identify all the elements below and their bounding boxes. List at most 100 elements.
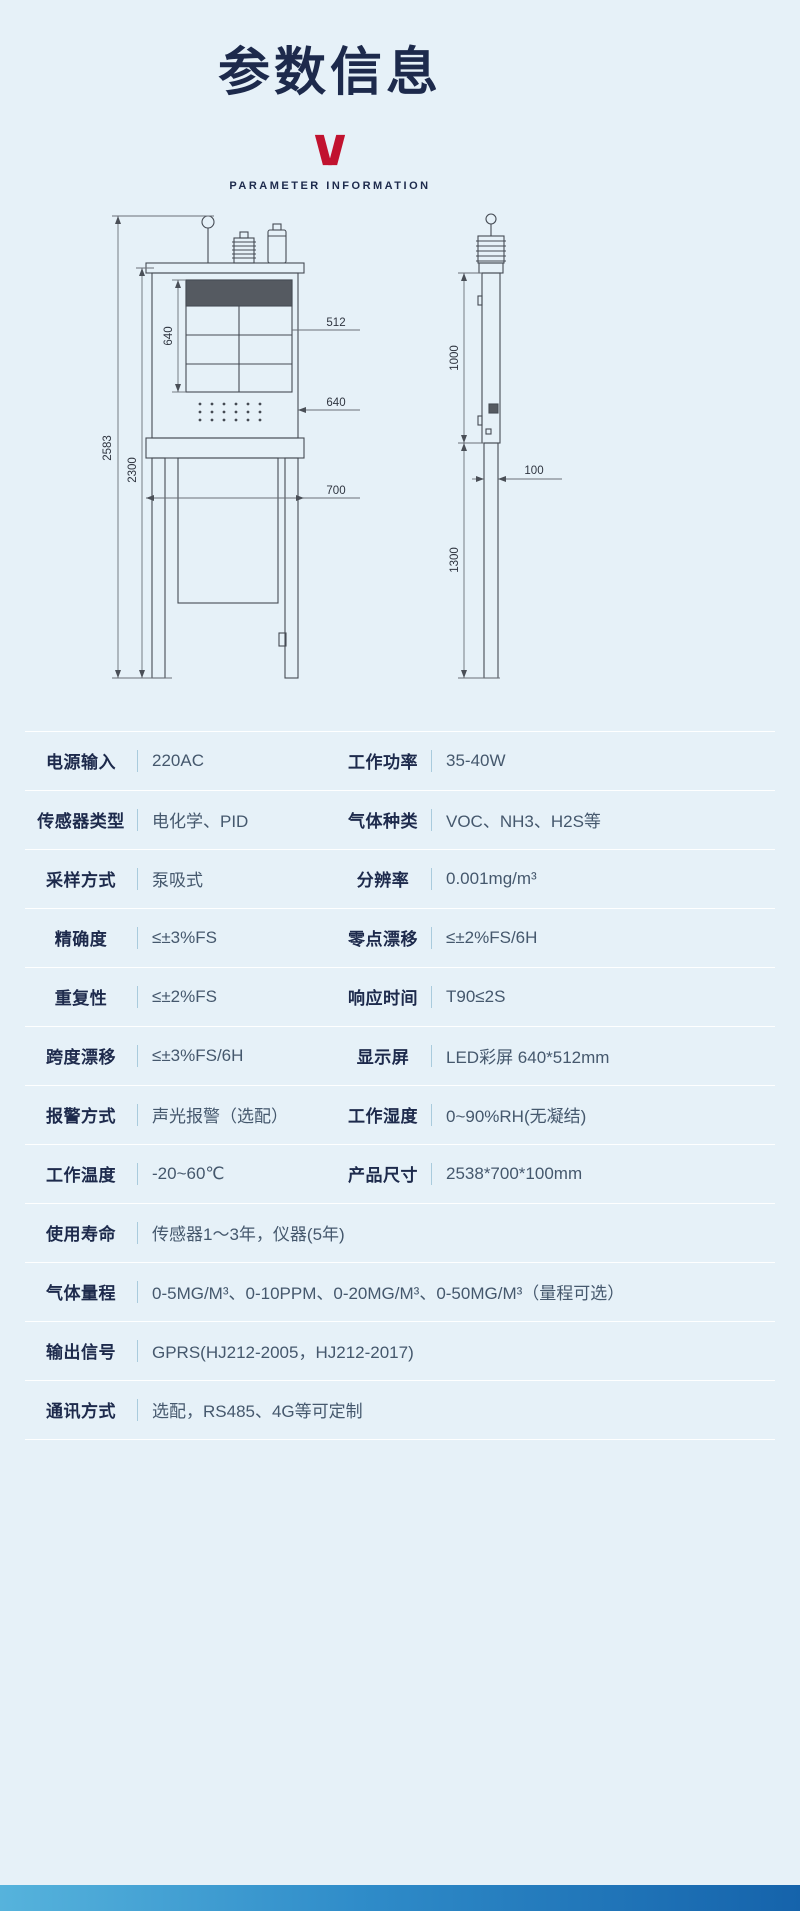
vent-holes <box>198 402 262 422</box>
spec-label: 工作温度 <box>46 1166 116 1186</box>
spec-cell: 报警方式 声光报警（选配） <box>25 1102 335 1127</box>
spec-row: 传感器类型 电化学、PID 气体种类 VOC、NH3、H2S等 <box>25 791 775 850</box>
spec-cell: 气体种类 VOC、NH3、H2S等 <box>335 807 775 832</box>
header: 参数信息 PARAMETER INFORMATION <box>0 0 660 192</box>
spec-row: 气体量程 0-5MG/M³、0-10PPM、0-20MG/M³、0-50MG/M… <box>25 1263 775 1322</box>
spec-row: 输出信号 GPRS(HJ212-2005，HJ212-2017) <box>25 1322 775 1381</box>
spec-cell: 气体量程 0-5MG/M³、0-10PPM、0-20MG/M³、0-50MG/M… <box>25 1279 775 1304</box>
spec-label: 采样方式 <box>46 871 116 891</box>
screen-dark-band <box>185 279 293 307</box>
spec-label: 产品尺寸 <box>348 1166 418 1186</box>
dim-base-width: 700 <box>326 485 345 497</box>
spec-value: 声光报警（选配） <box>152 1107 288 1127</box>
spec-cell: 电源输入 220AC <box>25 748 335 773</box>
cell-divider <box>137 1221 138 1244</box>
cell-divider <box>431 1162 432 1185</box>
device-dimension-drawing: 2583 2300 640 512 640 700 <box>102 213 562 679</box>
spec-label: 响应时间 <box>348 989 418 1009</box>
page-subtitle: PARAMETER INFORMATION <box>229 179 431 192</box>
spec-value: 0~90%RH(无凝结) <box>446 1107 587 1127</box>
spec-cell: 精确度 ≤±3%FS <box>25 925 335 950</box>
spec-value: ≤±3%FS/6H <box>152 1045 244 1065</box>
spec-row: 使用寿命 传感器1～3年，仪器(5年) <box>25 1204 775 1263</box>
spec-value: ≤±2%FS <box>152 986 217 1006</box>
spec-label: 工作湿度 <box>348 1107 418 1127</box>
spec-cell: 使用寿命 传感器1～3年，仪器(5年) <box>25 1220 775 1245</box>
spec-label: 跨度漂移 <box>46 1048 116 1068</box>
spec-cell: 传感器类型 电化学、PID <box>25 807 335 832</box>
spec-value: -20~60℃ <box>152 1163 225 1183</box>
side-small-fitting <box>485 428 492 435</box>
spec-cell: 重复性 ≤±2%FS <box>25 984 335 1009</box>
side-connector-box <box>488 403 499 414</box>
technical-drawing-section: 2583 2300 640 512 640 700 <box>0 208 800 713</box>
spec-value: 泵吸式 <box>152 871 203 891</box>
cell-divider <box>137 749 138 772</box>
cell-divider <box>137 985 138 1008</box>
side-tab-lower <box>477 415 483 426</box>
spec-value: VOC、NH3、H2S等 <box>446 812 601 832</box>
spec-value: 电化学、PID <box>152 812 249 832</box>
spec-value: 选配，RS485、4G等可定制 <box>152 1402 363 1422</box>
spec-label: 精确度 <box>54 930 108 950</box>
spec-row: 精确度 ≤±3%FS 零点漂移 ≤±2%FS/6H <box>25 909 775 968</box>
stand-back-panel <box>177 457 279 604</box>
spec-label: 零点漂移 <box>348 930 418 950</box>
stand-right-leg <box>284 457 299 679</box>
spec-row: 通讯方式 选配，RS485、4G等可定制 <box>25 1381 775 1440</box>
cell-divider <box>137 808 138 831</box>
spec-cell: 响应时间 T90≤2S <box>335 984 775 1009</box>
spec-label: 输出信号 <box>46 1343 116 1363</box>
spec-value: ≤±3%FS <box>152 927 217 947</box>
dim-body-height: 2300 <box>127 457 139 483</box>
stand-left-leg <box>151 457 166 679</box>
spec-label: 气体量程 <box>46 1284 116 1304</box>
side-tab-upper <box>477 295 483 306</box>
cell-divider <box>137 1339 138 1362</box>
cell-divider <box>431 749 432 772</box>
stand-top-band <box>145 437 305 459</box>
spec-value: 传感器1～3年，仪器(5年) <box>152 1225 345 1245</box>
spec-cell: 通讯方式 选配，RS485、4G等可定制 <box>25 1397 775 1422</box>
cell-divider <box>137 1044 138 1067</box>
spec-row: 重复性 ≤±2%FS 响应时间 T90≤2S <box>25 968 775 1027</box>
spec-cell: 工作功率 35-40W <box>335 748 775 773</box>
spec-value: LED彩屏 640*512mm <box>446 1048 610 1068</box>
cell-divider <box>137 867 138 890</box>
cell-divider <box>431 926 432 949</box>
spec-value: T90≤2S <box>446 986 506 1006</box>
spec-value: 220AC <box>152 750 204 770</box>
spec-label: 气体种类 <box>348 812 418 832</box>
spec-cell: 跨度漂移 ≤±3%FS/6H <box>25 1043 335 1068</box>
side-top-plate <box>478 262 504 274</box>
spec-label: 报警方式 <box>46 1107 116 1127</box>
dim-screen-height: 640 <box>163 326 175 345</box>
cell-divider <box>431 985 432 1008</box>
spec-row: 采样方式 泵吸式 分辨率 0.001mg/m³ <box>25 850 775 909</box>
spec-cell: 分辨率 0.001mg/m³ <box>335 866 775 891</box>
red-chevron-icon <box>314 134 346 165</box>
alarm-beacon-side-icon <box>485 213 497 236</box>
cell-divider <box>431 808 432 831</box>
side-leg <box>483 442 499 679</box>
spec-value: 35-40W <box>446 750 506 770</box>
spec-row: 跨度漂移 ≤±3%FS/6H 显示屏 LED彩屏 640*512mm <box>25 1027 775 1086</box>
spec-cell: 采样方式 泵吸式 <box>25 866 335 891</box>
spec-cell: 零点漂移 ≤±2%FS/6H <box>335 925 775 950</box>
page-title: 参数信息 <box>217 44 442 102</box>
dim-side-lower-height: 1300 <box>449 547 461 573</box>
spec-label: 通讯方式 <box>46 1402 116 1422</box>
spec-label: 传感器类型 <box>37 812 125 832</box>
alarm-beacon-icon <box>201 215 215 263</box>
dim-cabinet-width: 640 <box>326 397 345 409</box>
spec-value: 2538*700*100mm <box>446 1163 583 1183</box>
spec-value: ≤±2%FS/6H <box>446 927 538 947</box>
dim-side-upper-height: 1000 <box>449 345 461 371</box>
spec-cell: 显示屏 LED彩屏 640*512mm <box>335 1043 775 1068</box>
spec-value: 0-5MG/M³、0-10PPM、0-20MG/M³、0-50MG/M³（量程可… <box>152 1284 625 1304</box>
cell-divider <box>431 1044 432 1067</box>
spec-label: 分辨率 <box>356 871 410 891</box>
cylinder-sensor-icon <box>267 223 287 264</box>
latch <box>278 632 287 647</box>
